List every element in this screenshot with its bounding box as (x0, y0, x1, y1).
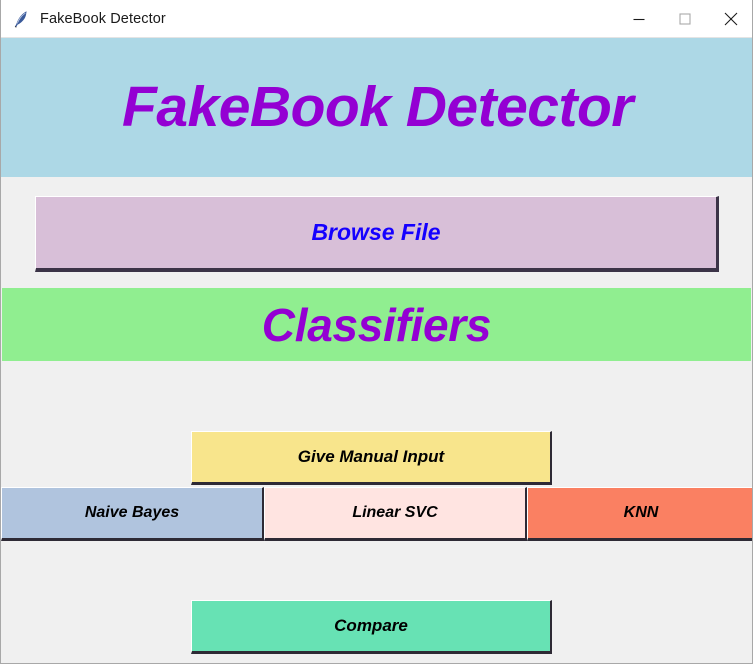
window-title: FakeBook Detector (40, 10, 166, 27)
title-bar: FakeBook Detector (1, 0, 752, 38)
classifier-label-knn: KNN (623, 504, 659, 521)
compare-button[interactable]: Compare (191, 600, 552, 654)
classifier-button-naive-bayes[interactable]: Naive Bayes (1, 487, 264, 541)
close-icon (724, 12, 738, 25)
minimize-icon (633, 18, 645, 20)
classifier-label-naive-bayes: Naive Bayes (84, 504, 180, 521)
classifier-button-row: Naive Bayes Linear SVC KNN (1, 487, 752, 541)
browse-file-button[interactable]: Browse File (35, 196, 719, 272)
classifier-button-linear-svc[interactable]: Linear SVC (264, 487, 527, 541)
classifier-label-linear-svc: Linear SVC (352, 504, 438, 521)
classifiers-section-header: Classifiers (2, 288, 751, 361)
classifiers-heading: Classifiers (261, 298, 492, 351)
close-button[interactable] (708, 0, 752, 38)
give-manual-input-label: Give Manual Input (297, 447, 445, 466)
minimize-button[interactable] (616, 0, 662, 38)
window-controls (616, 0, 752, 38)
maximize-icon (679, 12, 691, 25)
page-title: FakeBook Detector (122, 75, 634, 139)
classifier-button-knn[interactable]: KNN (527, 487, 752, 541)
compare-label: Compare (334, 616, 408, 635)
maximize-button[interactable] (662, 0, 708, 38)
browse-file-label: Browse File (311, 219, 441, 245)
give-manual-input-button[interactable]: Give Manual Input (191, 431, 552, 485)
header-banner: FakeBook Detector (1, 38, 752, 177)
feather-quill-icon (14, 10, 27, 28)
